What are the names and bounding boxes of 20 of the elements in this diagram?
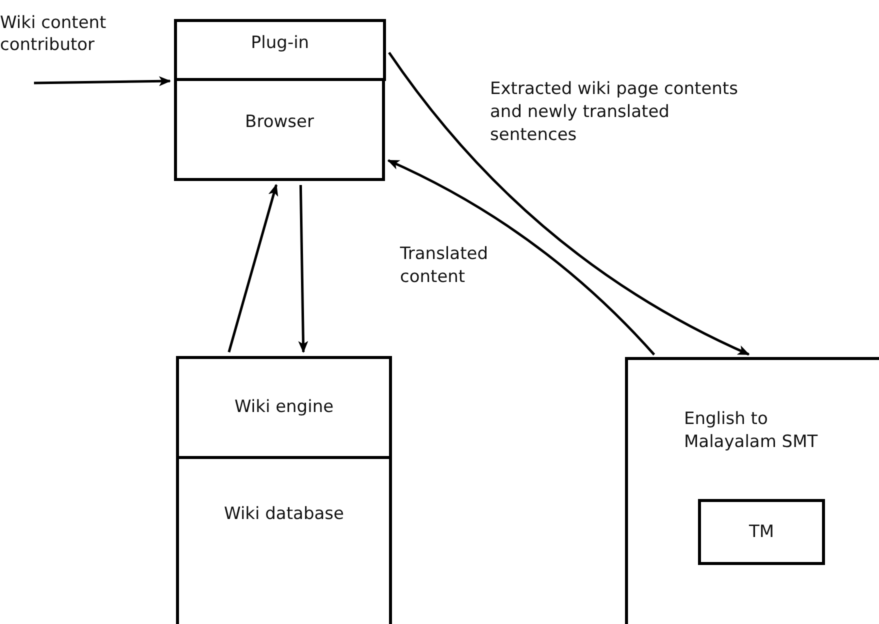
node-text: Browser bbox=[245, 111, 314, 134]
edge-label: Translated content bbox=[400, 243, 489, 289]
actor-label: Wiki content contributor bbox=[0, 12, 170, 83]
node-text: Wiki engine bbox=[234, 396, 334, 419]
component-box bbox=[625, 357, 879, 624]
component-box bbox=[176, 459, 392, 624]
node-text: TM bbox=[748, 520, 774, 544]
component-box bbox=[174, 81, 385, 181]
edge-label: Extracted wiki page contents and newly translated sentences bbox=[490, 78, 739, 147]
arrow bbox=[388, 52, 750, 356]
arrow bbox=[34, 76, 171, 86]
component-box bbox=[698, 499, 825, 565]
component-box bbox=[174, 19, 386, 81]
node-text: Wiki database bbox=[224, 503, 344, 526]
node-text: Plug-in bbox=[250, 32, 310, 55]
node-text: English to Malayalam SMT bbox=[684, 408, 819, 454]
arrow bbox=[298, 184, 308, 353]
arrow bbox=[228, 184, 278, 352]
component-box bbox=[176, 356, 392, 459]
arrow bbox=[387, 159, 656, 356]
